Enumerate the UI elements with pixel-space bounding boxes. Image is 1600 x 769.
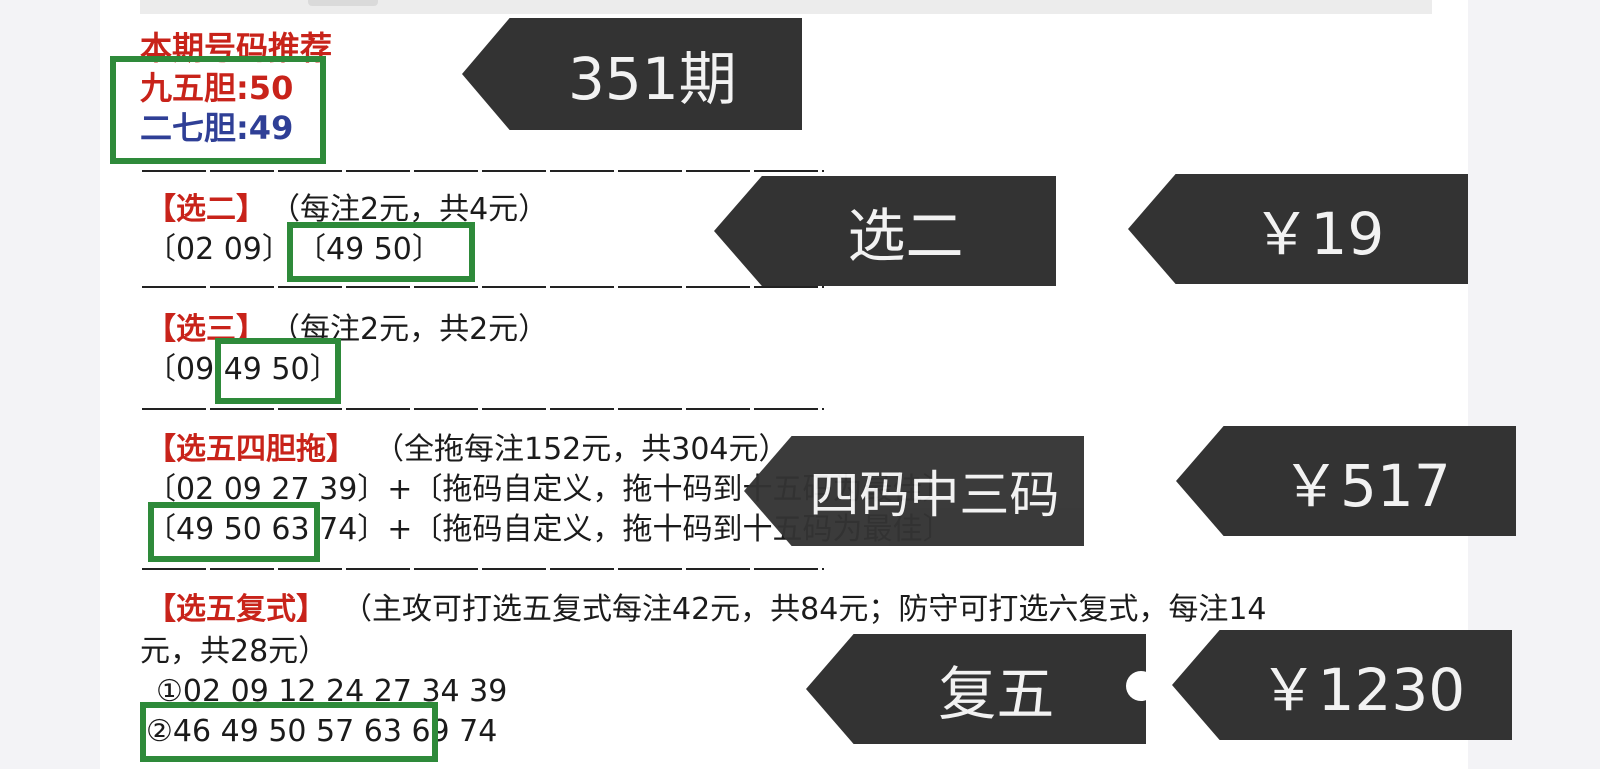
tag-hole: [1126, 671, 1156, 701]
sima-prize-tag: ￥517: [1176, 426, 1516, 536]
xuan5-fu-note-cont: 元，共28元）: [140, 634, 329, 669]
xuan5-fu-line2: ②46 49 50 57 63 69 74: [146, 714, 498, 749]
divider: [142, 568, 824, 570]
xuan2-numbers-b: 〔49 50〕: [296, 232, 442, 267]
xuan2-highlight-box: [287, 222, 475, 282]
xuan3-highlight-box: [215, 338, 341, 404]
fuwu-tag-label: 复五: [938, 660, 1055, 728]
issue-tag-label: 351期: [568, 45, 737, 113]
divider: [142, 286, 824, 288]
dan-27-label: 二七胆:49: [140, 109, 294, 147]
dan-95-label: 九五胆:50: [140, 69, 294, 107]
fuwu-prize-label: ￥1230: [1259, 656, 1466, 724]
xuan5-dan-note: （全拖每注152元，共304元）: [374, 432, 789, 467]
xuan2-prize-tag: ￥19: [1128, 174, 1468, 284]
xuan5-dan-title: 【选五四胆拖】: [146, 432, 356, 467]
issue-tag: 351期: [462, 18, 802, 130]
xuan2-numbers-a: 〔02 09〕: [146, 232, 292, 267]
xuan3-numbers: 〔09 49 50〕: [146, 352, 340, 387]
xuan5-dan-highlight-box: [148, 502, 320, 562]
xuan5-fu-highlight-box: [140, 702, 438, 762]
fuwu-tag: 复五: [806, 634, 1146, 744]
fuwu-prize-tag: ￥1230: [1172, 630, 1512, 740]
xuan5-fu-title: 【选五复式】: [146, 592, 326, 627]
xuan2-note: （每注2元，共4元）: [270, 192, 549, 227]
dan-highlight-box: [110, 56, 326, 164]
divider: [142, 170, 824, 172]
xuan2-title: 【选二】: [146, 192, 266, 227]
divider: [142, 408, 824, 410]
sima-tag: 四码中三码: [744, 436, 1084, 546]
top-bar-tab[interactable]: [308, 0, 378, 6]
top-bar: [140, 0, 1432, 14]
sima-tag-label: 四码中三码: [809, 466, 1060, 524]
sima-prize-label: ￥517: [1282, 452, 1451, 520]
xuan2-prize-label: ￥19: [1252, 200, 1385, 268]
xuan5-fu-note: （主攻可打选五复式每注42元，共84元；防守可打选六复式，每注14: [342, 592, 1267, 627]
xuan2-tag: 选二: [714, 176, 1056, 286]
xuan2-tag-label: 选二: [847, 202, 964, 270]
